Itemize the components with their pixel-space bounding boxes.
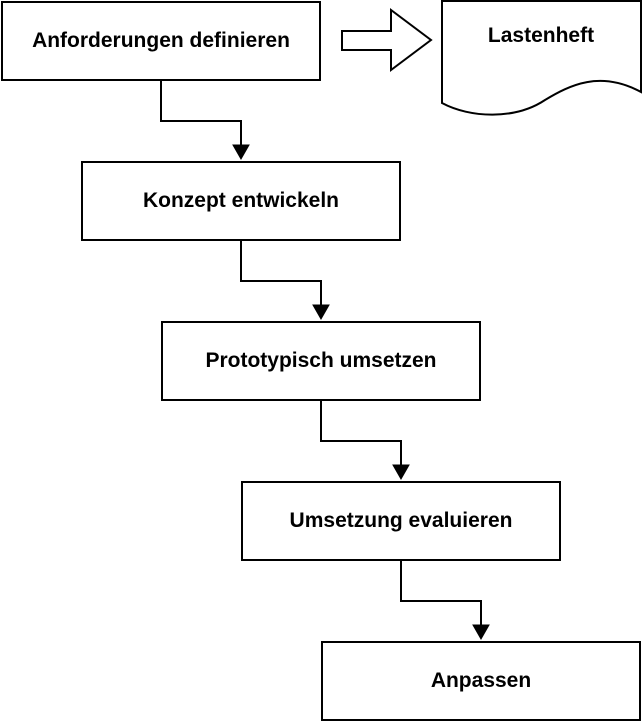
connector-step1-to-step2 bbox=[160, 81, 250, 161]
step-concept-label: Konzept entwickeln bbox=[142, 189, 340, 212]
connector-step4-to-step5 bbox=[400, 561, 490, 641]
step-adjust-label: Anpassen bbox=[430, 669, 532, 692]
step-concept-box: Konzept entwickeln bbox=[81, 161, 401, 241]
step-evaluate-label: Umsetzung evaluieren bbox=[289, 509, 513, 532]
step-prototype-label: Prototypisch umsetzen bbox=[205, 349, 437, 372]
connector-step2-to-step3 bbox=[240, 241, 330, 321]
step-adjust-box: Anpassen bbox=[321, 641, 641, 721]
step-requirements-box: Anforderungen definieren bbox=[1, 1, 321, 81]
step-prototype-box: Prototypisch umsetzen bbox=[161, 321, 481, 401]
block-arrow-to-document bbox=[341, 8, 433, 72]
document-label: Lastenheft bbox=[487, 24, 595, 47]
document-shape bbox=[441, 0, 642, 116]
connector-step3-to-step4 bbox=[320, 401, 410, 481]
step-evaluate-box: Umsetzung evaluieren bbox=[241, 481, 561, 561]
step-requirements-label: Anforderungen definieren bbox=[32, 29, 290, 52]
